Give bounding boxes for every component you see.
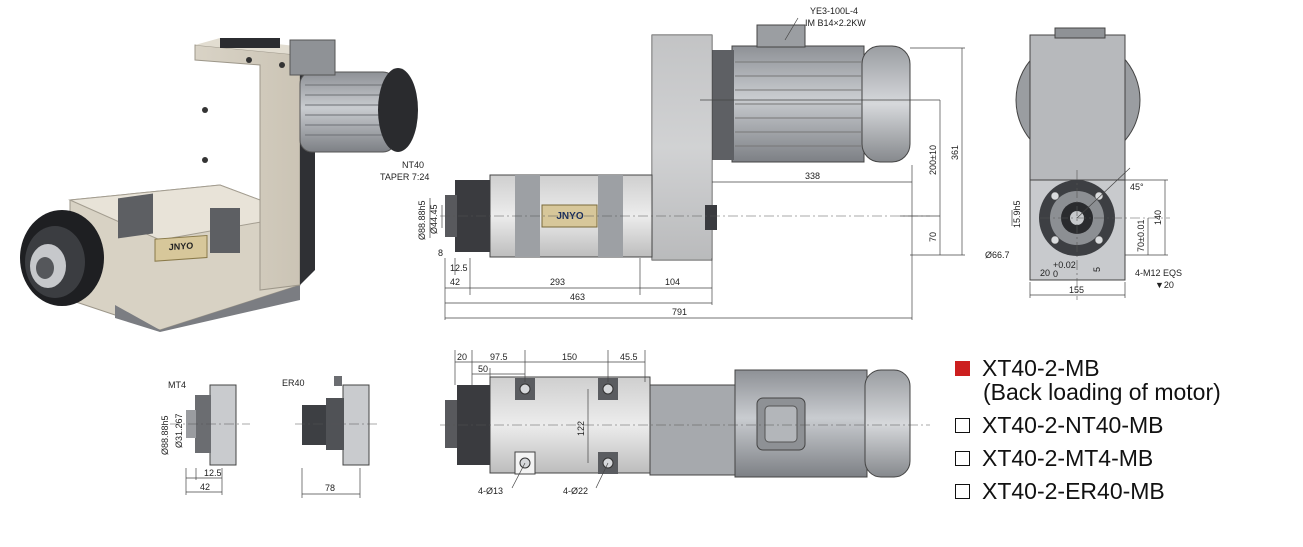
dim-side-338: 338 — [805, 171, 820, 181]
motor-model: YE3-100L-4 — [810, 6, 858, 16]
taper-line1: NT40 — [402, 160, 424, 170]
legend-label: XT40-2-MB — [982, 355, 1100, 381]
dim-top-150: 150 — [562, 352, 577, 362]
legend-item-xt40-2-mt4-mb[interactable]: XT40-2-MT4-MB — [955, 442, 1295, 475]
model-legend: XT40-2-MB (Back loading of motor) XT40-2… — [955, 352, 1295, 508]
checkbox-empty-icon[interactable] — [955, 418, 970, 433]
legend-label: XT40-2-ER40-MB — [982, 478, 1165, 504]
legend-item-xt40-2-mb[interactable]: XT40-2-MB — [955, 352, 1295, 385]
legend-item-xt40-2-er40-mb[interactable]: XT40-2-ER40-MB — [955, 475, 1295, 508]
dim-side-8: 8 — [438, 248, 443, 258]
legend-label: XT40-2-MT4-MB — [982, 445, 1154, 471]
dim-end-667: Ø66.7 — [985, 250, 1010, 260]
dim-end-70: 70±0.01 — [1136, 220, 1146, 252]
dim-side-70: 70 — [928, 232, 938, 242]
dim-side-42: 42 — [450, 277, 460, 287]
render-brand: JNYO — [169, 240, 193, 252]
mt4-d2: Ø31.267 — [174, 413, 184, 448]
dim-top-975: 97.5 — [490, 352, 508, 362]
end-view: 45° 15.9h5 Ø66.7 20 +0.02 0 5 70±0.01 14… — [985, 27, 1182, 300]
side-brand: JNYO — [556, 211, 583, 222]
mt4-d1: Ø88.88h5 — [160, 415, 170, 455]
dim-top-122: 122 — [576, 421, 586, 436]
dim-top-50: 50 — [478, 364, 488, 374]
dim-end-5: 5 — [1092, 267, 1102, 272]
dim-side-791: 791 — [672, 307, 687, 317]
dim-side-293: 293 — [550, 277, 565, 287]
taper-line2: TAPER 7:24 — [380, 172, 429, 182]
dim-side-104: 104 — [665, 277, 680, 287]
dim-side-d1: Ø88.88h5 — [417, 200, 427, 240]
dim-top-20: 20 — [457, 352, 467, 362]
dim-end-20: 20 — [1040, 268, 1050, 278]
mt4-d4: 42 — [200, 482, 210, 492]
motor-spec: IM B14×2.2KW — [805, 18, 866, 28]
er40-d1: 78 — [325, 483, 335, 493]
legend-item-xt40-2-nt40-mb[interactable]: XT40-2-NT40-MB — [955, 409, 1295, 442]
legend-sublabel: (Back loading of motor) — [983, 379, 1221, 405]
dim-top-455: 45.5 — [620, 352, 638, 362]
end-depth: ▼20 — [1155, 280, 1174, 290]
checkbox-empty-icon[interactable] — [955, 451, 970, 466]
top-holes1: 4-Ø13 — [478, 486, 503, 496]
er40-label: ER40 — [282, 378, 305, 388]
top-holes2: 4-Ø22 — [563, 486, 588, 496]
dim-end-45: 45° — [1130, 182, 1144, 192]
side-view: JNYO YE3-100L-4 IM B14×2.2KW NT40 TAPER … — [380, 6, 965, 320]
mt4-view: MT4 Ø88.88h5 Ø31.267 12.5 42 — [160, 380, 250, 495]
dim-side-12: 12.5 — [450, 263, 468, 273]
checkbox-selected-icon[interactable] — [955, 361, 970, 376]
mt4-d3: 12.5 — [204, 468, 222, 478]
mt4-label: MT4 — [168, 380, 186, 390]
dim-end-140: 140 — [1153, 210, 1163, 225]
end-bolts: 4-M12 EQS — [1135, 268, 1182, 278]
dim-side-361: 361 — [950, 145, 960, 160]
er40-view: ER40 78 — [282, 376, 380, 498]
product-render: JNYO — [20, 38, 418, 332]
dim-end-20tol0: 0 — [1053, 269, 1058, 279]
top-view: 20 97.5 150 45.5 50 122 4-Ø13 4-Ø22 — [440, 350, 930, 496]
dim-end-155: 155 — [1069, 285, 1084, 295]
dim-end-20tol: +0.02 — [1053, 260, 1076, 270]
dim-side-463: 463 — [570, 292, 585, 302]
dim-side-d2: Ø44.45 — [429, 204, 439, 234]
dim-end-159: 15.9h5 — [1012, 200, 1022, 228]
dim-side-200: 200±10 — [928, 145, 938, 175]
legend-label: XT40-2-NT40-MB — [982, 412, 1164, 438]
checkbox-empty-icon[interactable] — [955, 484, 970, 499]
